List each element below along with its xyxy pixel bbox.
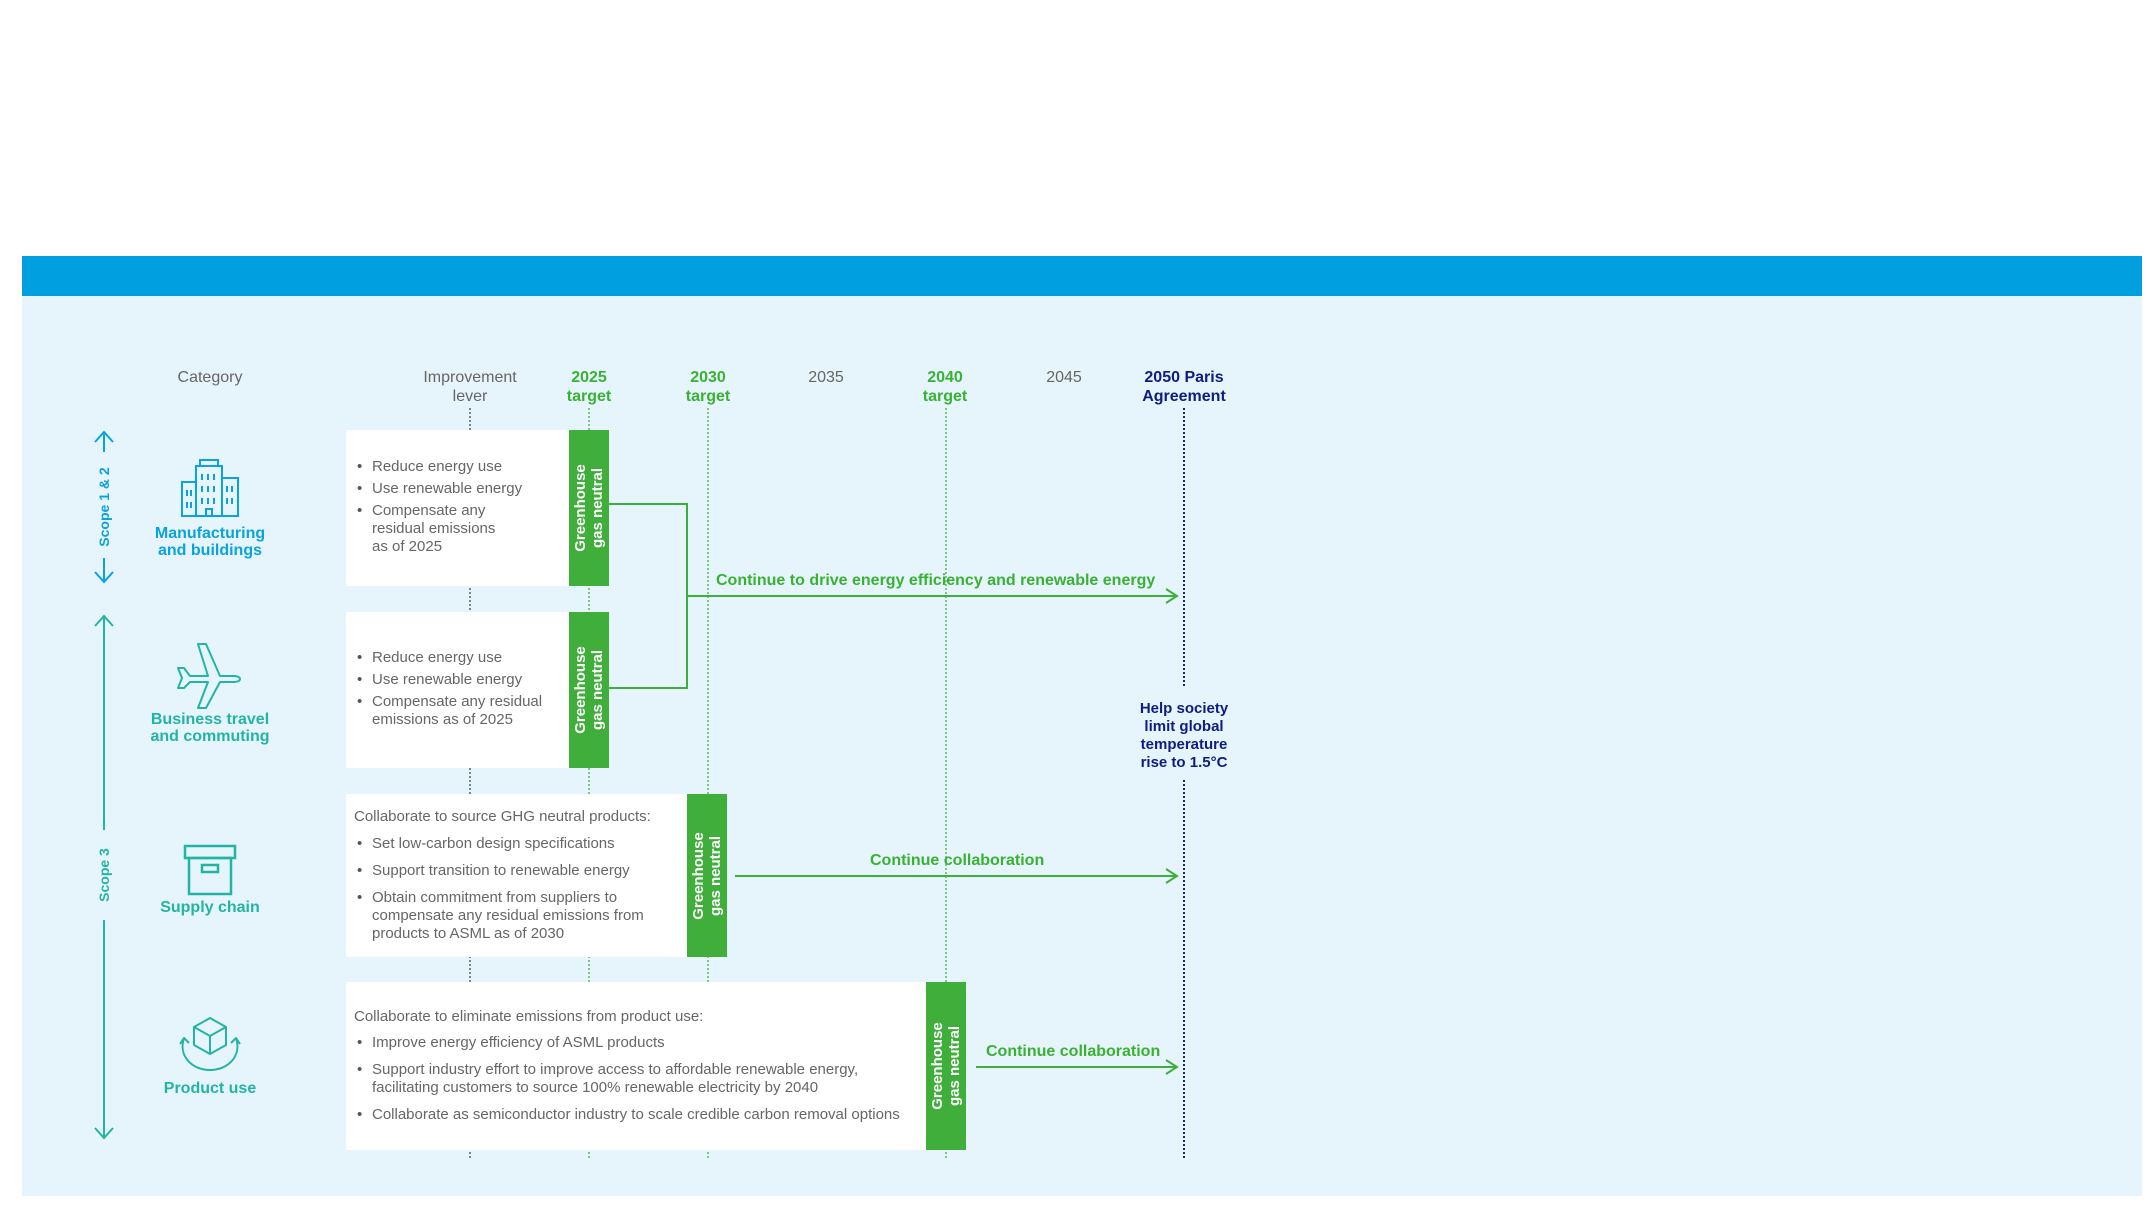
category-product-use: Product use — [163, 1080, 257, 1097]
scope3-arrow-up-line — [94, 614, 114, 830]
cube-cycle-icon — [179, 1017, 241, 1071]
building-icon — [181, 459, 239, 517]
lever-dotted-line — [469, 408, 471, 1158]
header-band — [22, 256, 2142, 296]
list-item: Obtain commitment from suppliers to comp… — [354, 889, 662, 943]
dotted-line-2030 — [707, 408, 709, 1158]
arrow-drive-head — [1165, 588, 1179, 604]
list-item: Collaborate as semiconductor industry to… — [354, 1106, 915, 1124]
header-2045: 2045 — [1046, 369, 1082, 386]
list-item: Use renewable energy — [354, 480, 558, 498]
product-use-levers-box: Collaborate to eliminate emissions from … — [346, 982, 927, 1150]
scope12-arrow-down — [94, 558, 114, 584]
header-category: Category — [177, 369, 243, 386]
scope-3-label: Scope 3 — [96, 848, 112, 902]
merge-bracket — [609, 503, 688, 689]
list-item: Support industry effort to improve acces… — [354, 1061, 912, 1097]
scope12-arrow-up — [94, 430, 114, 452]
manufacturing-levers-box: Reduce energy use Use renewable energy C… — [346, 430, 570, 586]
arrow-label-collab-product: Continue collaboration — [986, 1043, 1161, 1060]
header-2035: 2035 — [808, 369, 844, 386]
list-item: Compensate any residual emissions as of … — [354, 693, 547, 729]
list-item: Improve energy efficiency of ASML produc… — [354, 1034, 915, 1052]
arrow-label-collab-supply: Continue collaboration — [870, 852, 1045, 869]
supply-chain-levers-box: Collaborate to source GHG neutral produc… — [346, 794, 688, 957]
dotted-line-2050 — [1183, 408, 1185, 686]
business-travel-levers-box: Reduce energy use Use renewable energy C… — [346, 612, 570, 768]
product-use-intro: Collaborate to eliminate emissions from … — [354, 1008, 704, 1025]
arrow-label-drive: Continue to drive energy efficiency and … — [716, 572, 1156, 589]
scope-1-2-label: Scope 1 & 2 — [96, 467, 112, 547]
list-item: Reduce energy use — [354, 649, 558, 667]
category-supply-chain: Supply chain — [160, 899, 260, 916]
arrow-collab1-head — [1165, 868, 1179, 884]
dotted-line-2040 — [945, 408, 947, 1158]
list-item: Compensate any residual emissions as of … — [354, 502, 507, 556]
scope3-arrow-down-line — [94, 920, 114, 1140]
arrow-collab2-head — [1165, 1059, 1179, 1075]
list-item: Use renewable energy — [354, 671, 558, 689]
list-item: Support transition to renewable energy — [354, 862, 676, 880]
dotted-line-2050-lower — [1183, 780, 1185, 1158]
box-icon — [183, 844, 237, 896]
supply-chain-intro: Collaborate to source GHG neutral produc… — [354, 808, 651, 825]
dotted-line-2025 — [588, 408, 590, 1158]
list-item: Set low-carbon design specifications — [354, 835, 676, 853]
airplane-icon — [177, 643, 241, 709]
list-item: Reduce energy use — [354, 458, 558, 476]
